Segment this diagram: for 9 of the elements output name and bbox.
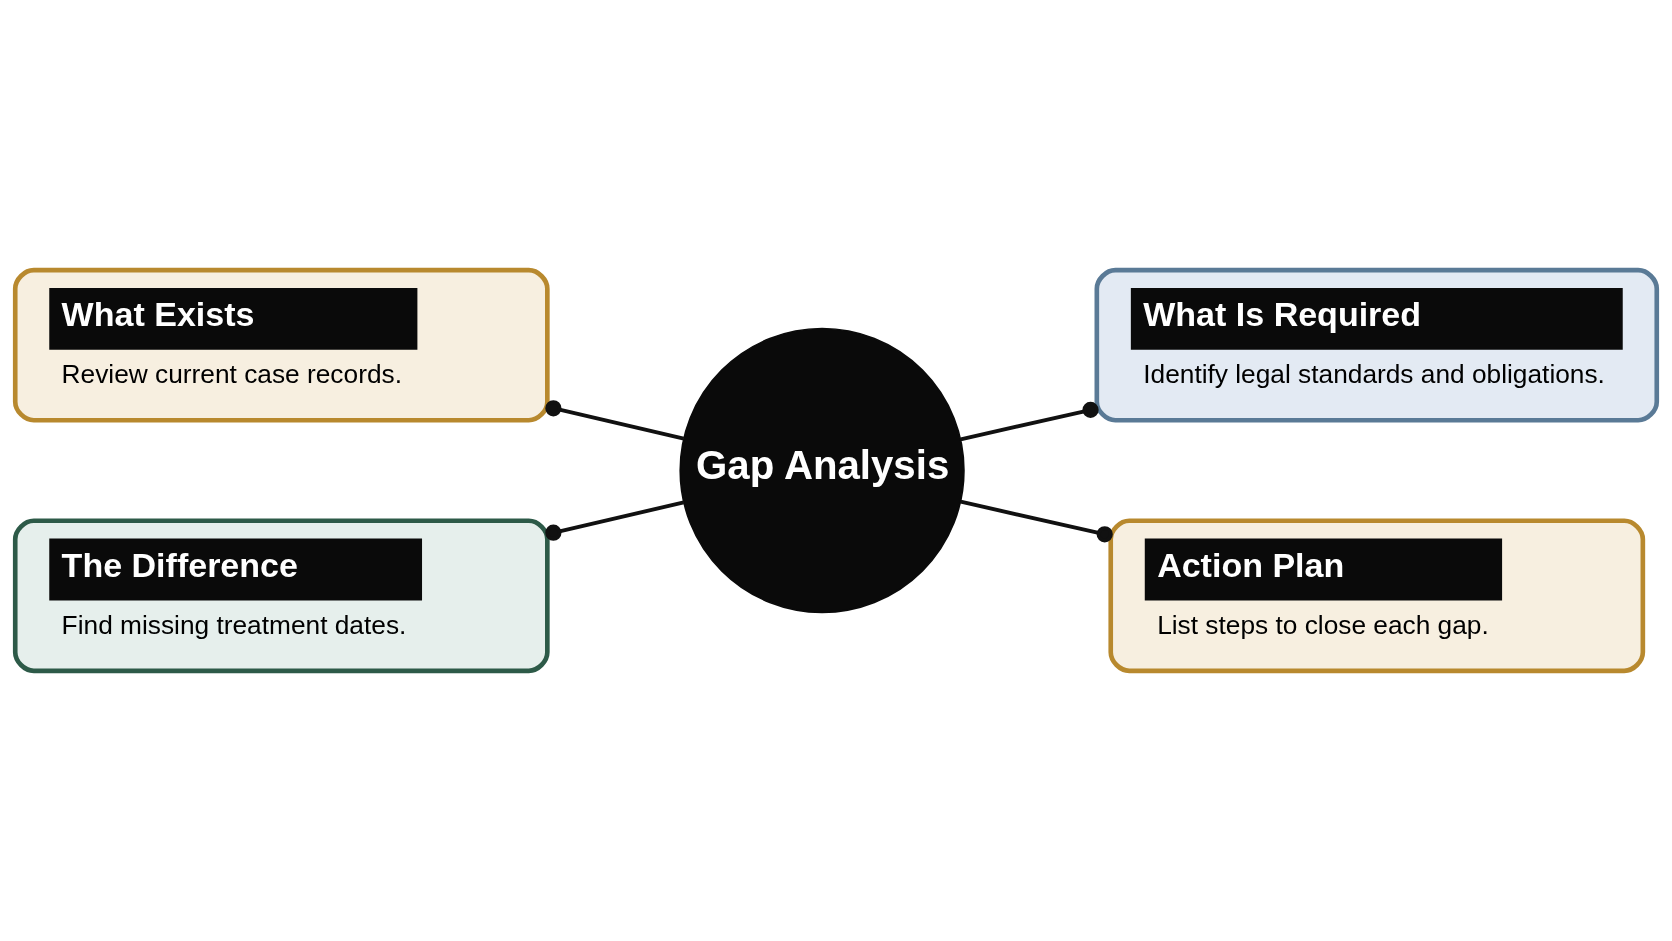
node-box: What Exists Review current case records. xyxy=(12,267,550,423)
node-box: The Difference Find missing treatment dates. xyxy=(12,518,550,674)
node-box: Action Plan List steps to close each gap. xyxy=(1108,518,1646,674)
connector xyxy=(960,401,1099,442)
connector xyxy=(545,500,685,541)
connector xyxy=(960,499,1113,543)
connector xyxy=(545,400,685,441)
node-circle: Gap Analysis xyxy=(679,327,965,614)
node-box: What Is Required Identify legal standards and obligations. xyxy=(1094,267,1660,423)
